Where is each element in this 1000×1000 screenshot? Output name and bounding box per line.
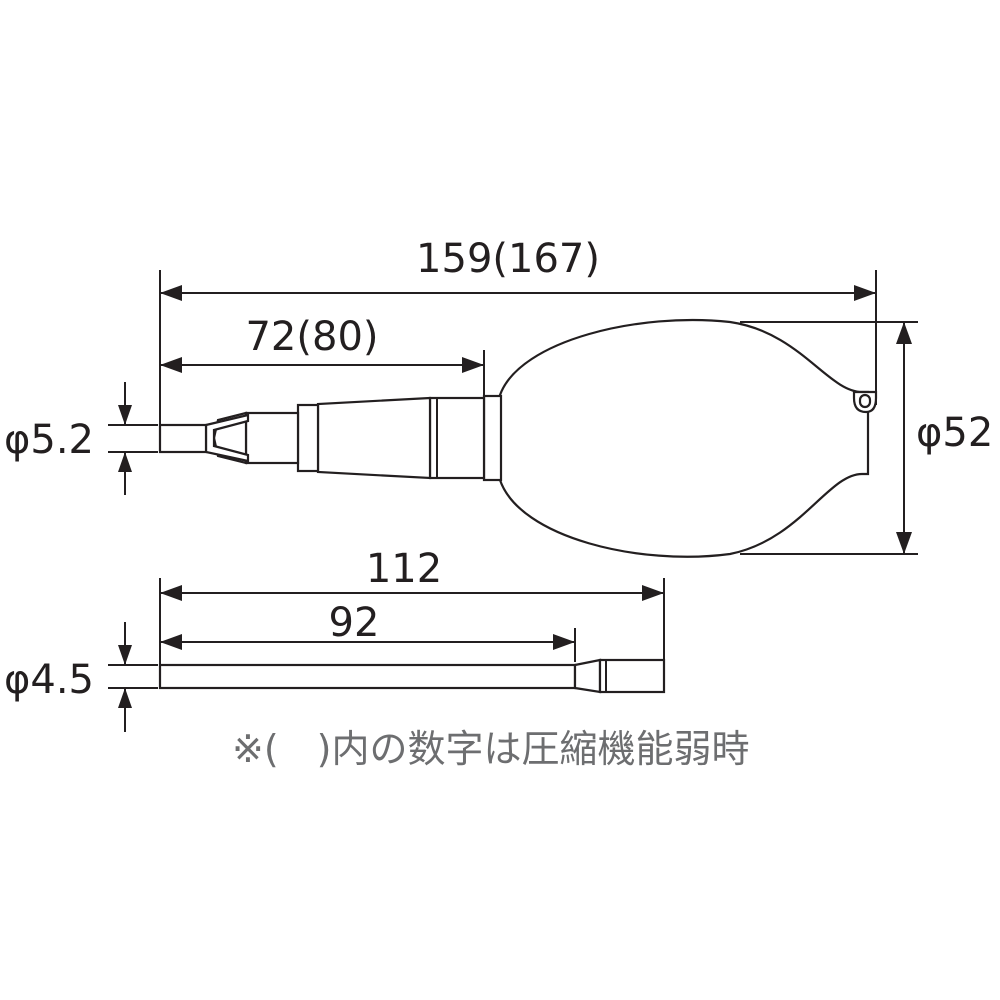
nozzle-wide-section bbox=[428, 396, 486, 480]
bulb-diameter-label: φ52 bbox=[916, 410, 993, 456]
dimension-nozzle-length: 72(80) bbox=[160, 314, 484, 373]
dimension-tube-total-length: 112 bbox=[160, 546, 664, 601]
dimension-tube-length: 92 bbox=[160, 600, 575, 650]
dimension-overall-length: 159(167) bbox=[160, 236, 876, 301]
dimension-tip-diameter: φ5.2 bbox=[4, 382, 132, 495]
note-text: ※( )内の数字は圧縮機能弱時 bbox=[232, 727, 750, 771]
nozzle-narrow-section bbox=[244, 411, 300, 465]
tube-diameter-label: φ4.5 bbox=[4, 657, 94, 703]
nozzle-length-label: 72(80) bbox=[245, 314, 378, 360]
blower-body bbox=[158, 318, 878, 558]
tube-connector-taper bbox=[573, 658, 602, 694]
bulb-tab-hole bbox=[858, 393, 872, 409]
nozzle-mid-ring bbox=[296, 403, 320, 473]
bulb-shape bbox=[498, 318, 870, 558]
extension-tube bbox=[158, 658, 666, 694]
tube-length-label: 92 bbox=[329, 600, 380, 646]
dimension-tube-diameter: φ4.5 bbox=[4, 622, 132, 732]
tube-connector bbox=[598, 658, 666, 694]
nozzle-tip bbox=[158, 423, 208, 454]
dimension-bulb-diameter: φ52 bbox=[896, 322, 993, 554]
nozzle-tip-clip bbox=[204, 413, 250, 463]
tube-total-length-label: 112 bbox=[366, 546, 442, 592]
overall-length-label: 159(167) bbox=[416, 236, 600, 282]
neck-collar bbox=[482, 394, 503, 482]
tube-body bbox=[158, 663, 577, 690]
tip-diameter-label: φ5.2 bbox=[4, 417, 94, 463]
nozzle-mid-section bbox=[316, 396, 432, 480]
